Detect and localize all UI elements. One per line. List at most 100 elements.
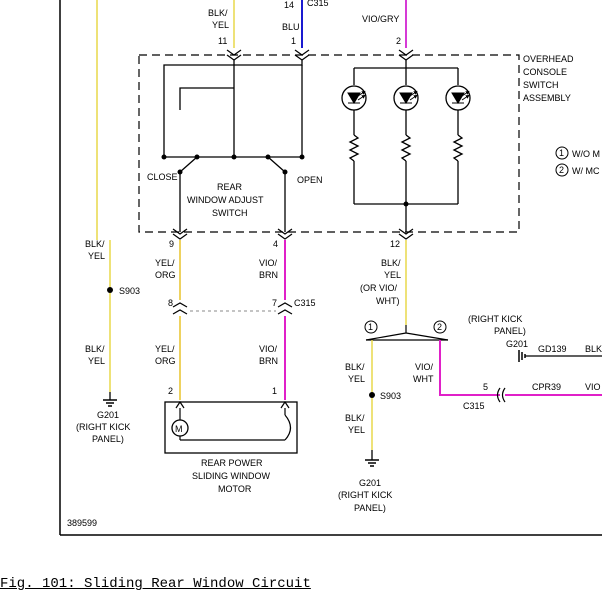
motor-m-label: M (175, 424, 183, 434)
legend-text-2: W/ MC (572, 166, 600, 176)
motor-label-1: REAR POWER (201, 458, 263, 468)
ground-left-g201: G201 (97, 410, 119, 420)
switch-close-label: CLOSE (147, 172, 178, 182)
motor-box (164, 401, 298, 454)
branch-option-2-lead (405, 332, 449, 341)
overhead-label-2: CONSOLE (523, 67, 567, 77)
motor-pin-1-label: 1 (272, 386, 277, 396)
switch-label-3: SWITCH (212, 208, 248, 218)
branch-circle-2 (433, 320, 447, 334)
splice-s903-left: S903 (119, 286, 140, 296)
wire-branch-vio-wht (439, 340, 500, 396)
splice-s903-mid-dot (369, 392, 375, 398)
pin-1-top-label: 1 (291, 36, 296, 46)
connector-c315-mid (172, 302, 293, 315)
pin-8-label: 8 (168, 298, 173, 308)
connector-c315-right (496, 387, 506, 403)
pin-11-label: 11 (218, 36, 227, 46)
wire-or-vio-label: (OR VIO/ (360, 283, 398, 293)
branch-num-2: 2 (437, 322, 442, 332)
legend-circle-2 (555, 163, 569, 177)
switch-open-label: OPEN (297, 175, 323, 185)
branch-vio-label: VIO/ (415, 362, 434, 372)
branch-split (366, 325, 448, 341)
wire-vio-gry-label: VIO/GRY (362, 14, 399, 24)
switch-internal-wiring (163, 60, 303, 232)
cpr39-label: CPR39 (532, 382, 561, 392)
vio-partial-label: VIO (585, 382, 601, 392)
legend-text-1: W/O M (572, 149, 600, 159)
branch-yel-label: YEL (348, 374, 365, 384)
branch-s903-label: S903 (380, 391, 401, 401)
pin-14-label: 14 (284, 0, 294, 10)
switch-contacts (161, 154, 305, 175)
left-wire-yel-label-2: YEL (88, 356, 105, 366)
pin-4-label: 4 (273, 239, 278, 249)
ground-kick-symbol (518, 350, 526, 362)
branch-option-1-lead (365, 332, 407, 341)
ground-left-line1: (RIGHT KICK (76, 422, 130, 432)
overhead-label-3: SWITCH (523, 80, 559, 90)
wire-blk-yel-top-2: YEL (212, 20, 229, 30)
overhead-label-1: OVERHEAD (523, 54, 574, 64)
ground-mid-line2: PANEL) (354, 503, 386, 513)
wire-vio-brn-1b: BRN (259, 270, 278, 280)
overhead-console-box (138, 54, 520, 233)
pin-12-label: 12 (390, 239, 400, 249)
branch-wht-label: WHT (413, 374, 434, 384)
lamp-circuit (341, 60, 471, 232)
c315-top-label: C315 (307, 0, 329, 8)
branch-circle-1 (364, 320, 378, 334)
wire-yel-org-2b: ORG (155, 356, 176, 366)
branch-blk-label: BLK/ (345, 362, 365, 372)
kick-label-2: PANEL) (494, 326, 526, 336)
gd139-label: GD139 (538, 344, 567, 354)
motor-pin-2-label: 2 (168, 386, 173, 396)
overhead-label-4: ASSEMBLY (523, 93, 571, 103)
left-wire-blk-label: BLK/ (85, 239, 105, 249)
ground-mid-g201: G201 (359, 478, 381, 488)
branch-c315-label: C315 (463, 401, 485, 411)
branch-blk-label-2: BLK/ (345, 413, 365, 423)
wire-vio-brn-1a: VIO/ (259, 258, 278, 268)
pin-7-label: 7 (272, 298, 277, 308)
motor-internal-wiring (175, 400, 292, 441)
ground-mid-symbol (365, 459, 379, 467)
figure-caption: Fig. 101: Sliding Rear Window Circuit (0, 576, 311, 592)
led-diodes (347, 92, 465, 104)
switch-label-2: WINDOW ADJUST (187, 195, 264, 205)
figure-id: 389599 (67, 518, 97, 528)
lamp-junction (403, 201, 409, 207)
branch-yel-label-2: YEL (348, 425, 365, 435)
branch-pin-5-label: 5 (483, 382, 488, 392)
legend-circle-1 (555, 146, 569, 160)
wire-blu-label: BLU (282, 22, 300, 32)
legend-num-1: 1 (559, 148, 564, 158)
wire-yel-org-1b: ORG (155, 270, 176, 280)
ground-left-line2: PANEL) (92, 434, 124, 444)
motor-icon (171, 419, 189, 437)
pin-9-label: 9 (169, 239, 174, 249)
kick-label-1: (RIGHT KICK (468, 314, 522, 324)
pin-2-top-label: 2 (396, 36, 401, 46)
connector-bottom-12 (398, 228, 414, 240)
wire-blk-yel-top-1: BLK/ (208, 8, 228, 18)
connector-bottom-9 (172, 228, 188, 240)
branch-num-1: 1 (368, 322, 373, 332)
wire-yel-org-2a: YEL/ (155, 344, 175, 354)
wire-blk-yel-r-2: YEL (384, 270, 401, 280)
left-wire-yel-label: YEL (88, 251, 105, 261)
splice-s903-left-dot (107, 287, 113, 293)
wire-vio-brn-2a: VIO/ (259, 344, 278, 354)
blk-partial-label: BLK (585, 344, 602, 354)
wire-wht-label: WHT) (376, 296, 400, 306)
wire-blk-yel-r-1: BLK/ (381, 258, 401, 268)
motor-label-2: SLIDING WINDOW (192, 471, 271, 481)
wire-yel-org-1a: YEL/ (155, 258, 175, 268)
left-wire-blk-label-2: BLK/ (85, 344, 105, 354)
connector-bottom-4 (277, 228, 293, 240)
wire-vio-brn-2b: BRN (259, 356, 278, 366)
motor-label-3: MOTOR (218, 484, 252, 494)
led-emission-arrows (357, 90, 470, 101)
